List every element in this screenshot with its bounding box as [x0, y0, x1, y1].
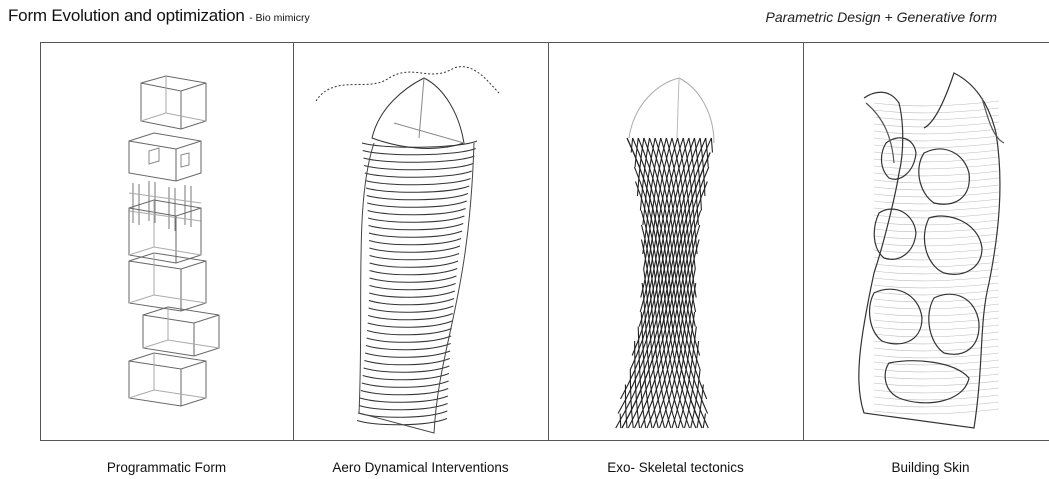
- wind-path: [316, 67, 499, 101]
- box-6: [129, 353, 206, 406]
- layered-plates-tower-illustration: [294, 43, 549, 440]
- right-title: Parametric Design + Generative form: [766, 9, 997, 25]
- caption-building-skin: Building Skin: [803, 460, 1049, 475]
- caption-programmatic-form: Programmatic Form: [40, 460, 293, 475]
- panel-building-skin: [804, 43, 1049, 440]
- organic-skin-tower-illustration: [804, 43, 1049, 440]
- box-2: [129, 133, 201, 181]
- skin-opening-7: [885, 361, 969, 403]
- page-title: Form Evolution and optimization: [8, 6, 245, 25]
- header: Form Evolution and optimization - Bio mi…: [8, 6, 310, 26]
- box-5: [143, 307, 219, 356]
- panel-programmatic-form: [41, 43, 294, 440]
- stacked-boxes-illustration: [41, 43, 294, 440]
- box-3: [129, 200, 201, 263]
- box-1: [141, 76, 206, 129]
- floor-plates: [357, 141, 477, 425]
- diagrid-tower-illustration: [549, 43, 804, 440]
- diagram-frame: [40, 42, 1049, 441]
- caption-exo-skeletal: Exo- Skeletal tectonics: [548, 460, 803, 475]
- diagrid-lattice: [615, 138, 713, 428]
- caption-aero-dynamical: Aero Dynamical Interventions: [293, 460, 548, 475]
- skin-opening-6: [929, 294, 979, 354]
- top-outline: [629, 78, 714, 143]
- page-subtitle: - Bio mimicry: [249, 12, 310, 24]
- panel-aero-dynamical: [294, 43, 549, 440]
- top-cap: [372, 78, 464, 148]
- panel-exo-skeletal: [549, 43, 804, 440]
